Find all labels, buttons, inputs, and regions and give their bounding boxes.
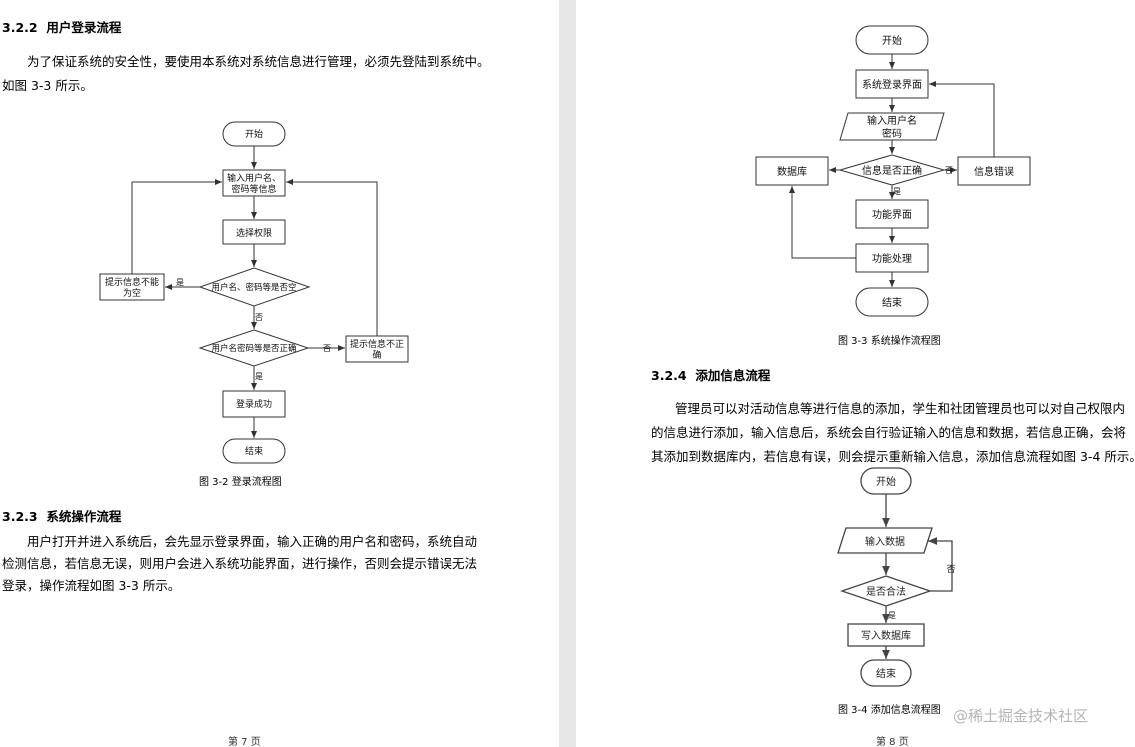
db-label: 数据库 (777, 165, 807, 178)
check-label: 是否合法 (866, 585, 906, 598)
end-label: 结束 (882, 296, 902, 309)
wrong-msg-label-2: 确 (372, 349, 381, 361)
empty-msg-label-1: 提示信息不能 (105, 276, 159, 288)
no-label: 否 (946, 564, 955, 575)
input-node (222, 169, 286, 197)
paragraph-line: 登录，操作流程如图 3-3 所示。 (2, 578, 181, 593)
input-label-2: 密码等信息 (231, 183, 276, 195)
paragraph-line: 其添加到数据库内，若信息有误，则会提示重新输入信息，添加信息流程如图 3-4 所… (651, 449, 1135, 464)
write-label: 写入数据库 (861, 629, 911, 642)
section-heading-324: 3.2.4 添加信息流程 (651, 368, 771, 383)
role-label: 选择权限 (236, 227, 272, 239)
figure-caption: 图 3-3 系统操作流程图 (838, 336, 941, 347)
success-node (222, 390, 286, 418)
input-label-1: 输入用户名 (867, 114, 917, 127)
ops-flowchart: 开始 系统登录界面 输入用户名 密码 信息是否正确 数据库 信息错误 否 是 功… (755, 25, 1031, 317)
input-label-1: 输入用户名、 (227, 172, 281, 184)
empty-check-label: 用户名、密码等是否空 (211, 282, 296, 293)
page-number: 第 7 页 (228, 737, 261, 747)
wrong-msg-label-1: 提示信息不正 (350, 338, 404, 350)
figure-caption: 图 3-4 添加信息流程图 (838, 705, 941, 716)
page-left: 3.2.2 用户登录流程 为了保证系统的安全性，要使用本系统对系统信息进行管理，… (0, 0, 559, 747)
section-heading-322: 3.2.2 用户登录流程 (2, 20, 122, 35)
page-right: 开始 系统登录界面 输入用户名 密码 信息是否正确 数据库 信息错误 否 是 功… (576, 0, 1135, 747)
yes-label: 是 (255, 372, 263, 381)
end-node (860, 659, 912, 687)
section-heading-323: 3.2.3 系统操作流程 (2, 509, 122, 524)
paragraph-line: 如图 3-3 所示。 (2, 78, 93, 93)
start-label: 开始 (245, 128, 263, 140)
yes-label: 是 (888, 611, 896, 620)
paragraph-line: 的信息进行添加，输入信息后，系统会自行验证输入的信息和数据，若信息正确，会将 (651, 425, 1127, 440)
paragraph-line: 检测信息，若信息无误，则用户会进入系统功能界面，进行操作，否则会提示错误无法 (2, 556, 478, 571)
input-label: 输入数据 (865, 535, 905, 548)
db-node (755, 156, 829, 186)
paragraph-line: 管理员可以对活动信息等进行信息的添加，学生和社团管理员也可以对自己权限内 (675, 401, 1126, 416)
login-flowchart: 开始 输入用户名、 密码等信息 选择权限 用户名、密码等是否空 提示信息不能 为… (99, 121, 409, 464)
empty-msg-label-2: 为空 (123, 287, 141, 299)
figure-caption: 图 3-2 登录流程图 (199, 477, 282, 488)
func-ui-label: 功能界面 (872, 208, 912, 221)
func-ui-node (855, 199, 929, 229)
func-proc-node (855, 243, 929, 273)
input-parallelogram (837, 527, 933, 554)
end-label: 结束 (245, 445, 263, 457)
login-ui-label: 系统登录界面 (862, 78, 922, 91)
check-label: 信息是否正确 (862, 164, 922, 177)
yes-label: 是 (893, 187, 901, 196)
watermark: @稀土掘金技术社区 (953, 707, 1089, 725)
error-label: 信息错误 (974, 165, 1014, 178)
func-proc-label: 功能处理 (872, 252, 912, 265)
correct-check-label: 用户名密码等是否正确 (211, 343, 296, 354)
login-ui-node (855, 69, 929, 99)
start-label: 开始 (876, 475, 896, 488)
no-label: 否 (945, 166, 953, 175)
no-label: 否 (255, 313, 263, 322)
no-label: 否 (323, 344, 331, 353)
page-number: 第 8 页 (876, 737, 909, 747)
paragraph-line: 用户打开并进入系统后，会先显示登录界面，输入正确的用户名和密码，系统自动 (27, 534, 478, 549)
input-label-2: 密码 (882, 127, 902, 140)
end-node (222, 438, 286, 464)
add-flowchart: 开始 输入数据 是否合法 否 是 写入数据库 结束 (837, 467, 956, 687)
end-label: 结束 (876, 667, 896, 680)
error-node (957, 156, 1031, 186)
yes-label: 是 (176, 278, 184, 287)
paragraph-line: 为了保证系统的安全性，要使用本系统对系统信息进行管理，必须先登陆到系统中。 (27, 54, 490, 69)
end-node (855, 287, 929, 317)
start-label: 开始 (882, 34, 902, 47)
success-label: 登录成功 (236, 398, 272, 410)
input-parallelogram (839, 112, 945, 141)
